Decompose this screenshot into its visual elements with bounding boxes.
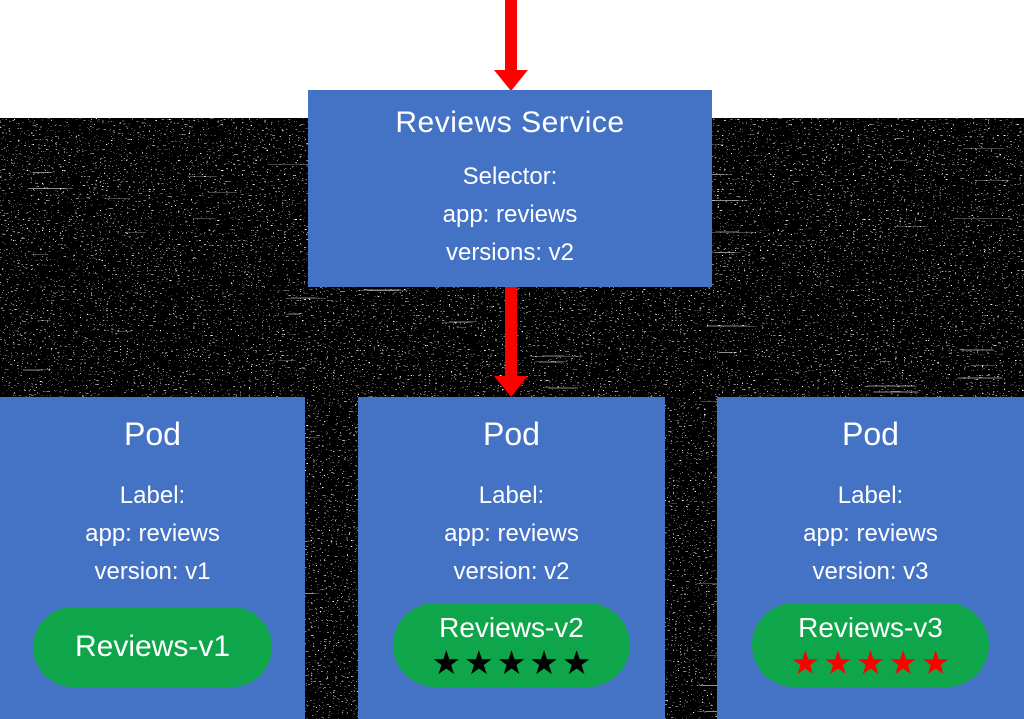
- pod-version-line: version: v2: [453, 558, 570, 585]
- star-rating-black-icons: ★★★★★: [431, 643, 595, 681]
- reviews-v3-pill: Reviews-v3 ★★★★★: [752, 603, 989, 687]
- pod-box-v3: Pod Label: app: reviews version: v3 Revi…: [717, 397, 1024, 719]
- pod-title: Pod: [842, 416, 899, 452]
- pill-label: Reviews-v2: [439, 611, 584, 643]
- pod-label-line: Label:: [837, 482, 904, 509]
- service-selector-line: Selector:: [462, 163, 558, 190]
- pill-label: Reviews-v1: [74, 630, 231, 663]
- pod-label-block: Label: app: reviews version: v2: [358, 477, 665, 591]
- pod-label-block: Label: app: reviews version: v1: [0, 477, 305, 591]
- pod-box-v2: Pod Label: app: reviews version: v2 Revi…: [358, 397, 665, 719]
- incoming-traffic-arrow: [494, 0, 528, 91]
- arrow-down-icon: [494, 376, 528, 397]
- pod-app-line: app: reviews: [85, 520, 220, 547]
- pod-label-line: Label:: [119, 482, 186, 509]
- pod-box-v1: Pod Label: app: reviews version: v1 Revi…: [0, 397, 305, 719]
- pod-app-line: app: reviews: [803, 520, 938, 547]
- pod-title: Pod: [483, 416, 540, 452]
- reviews-service-box: Reviews Service Selector: app: reviews v…: [308, 90, 712, 287]
- pod-label-block: Label: app: reviews version: v3: [717, 477, 1024, 591]
- reviews-v2-pill: Reviews-v2 ★★★★★: [393, 603, 630, 687]
- service-to-pod-v2-arrow: [494, 287, 528, 397]
- service-selector-version-line: versions: v2: [445, 239, 575, 266]
- arrow-shaft: [505, 287, 517, 377]
- pod-version-line: version: v3: [812, 558, 929, 585]
- pod-title: Pod: [124, 416, 181, 452]
- arrow-shaft: [505, 0, 517, 71]
- pod-label-line: Label:: [478, 482, 545, 509]
- service-selector-block: Selector: app: reviews versions: v2: [308, 158, 712, 272]
- service-selector-app-line: app: reviews: [442, 201, 578, 228]
- reviews-v1-pill: Reviews-v1: [33, 607, 272, 687]
- arrow-down-icon: [494, 70, 528, 91]
- service-title: Reviews Service: [395, 106, 625, 139]
- pod-version-line: version: v1: [94, 558, 211, 585]
- pill-label: Reviews-v3: [798, 611, 943, 643]
- star-rating-red-icons: ★★★★★: [790, 643, 954, 681]
- pod-app-line: app: reviews: [444, 520, 579, 547]
